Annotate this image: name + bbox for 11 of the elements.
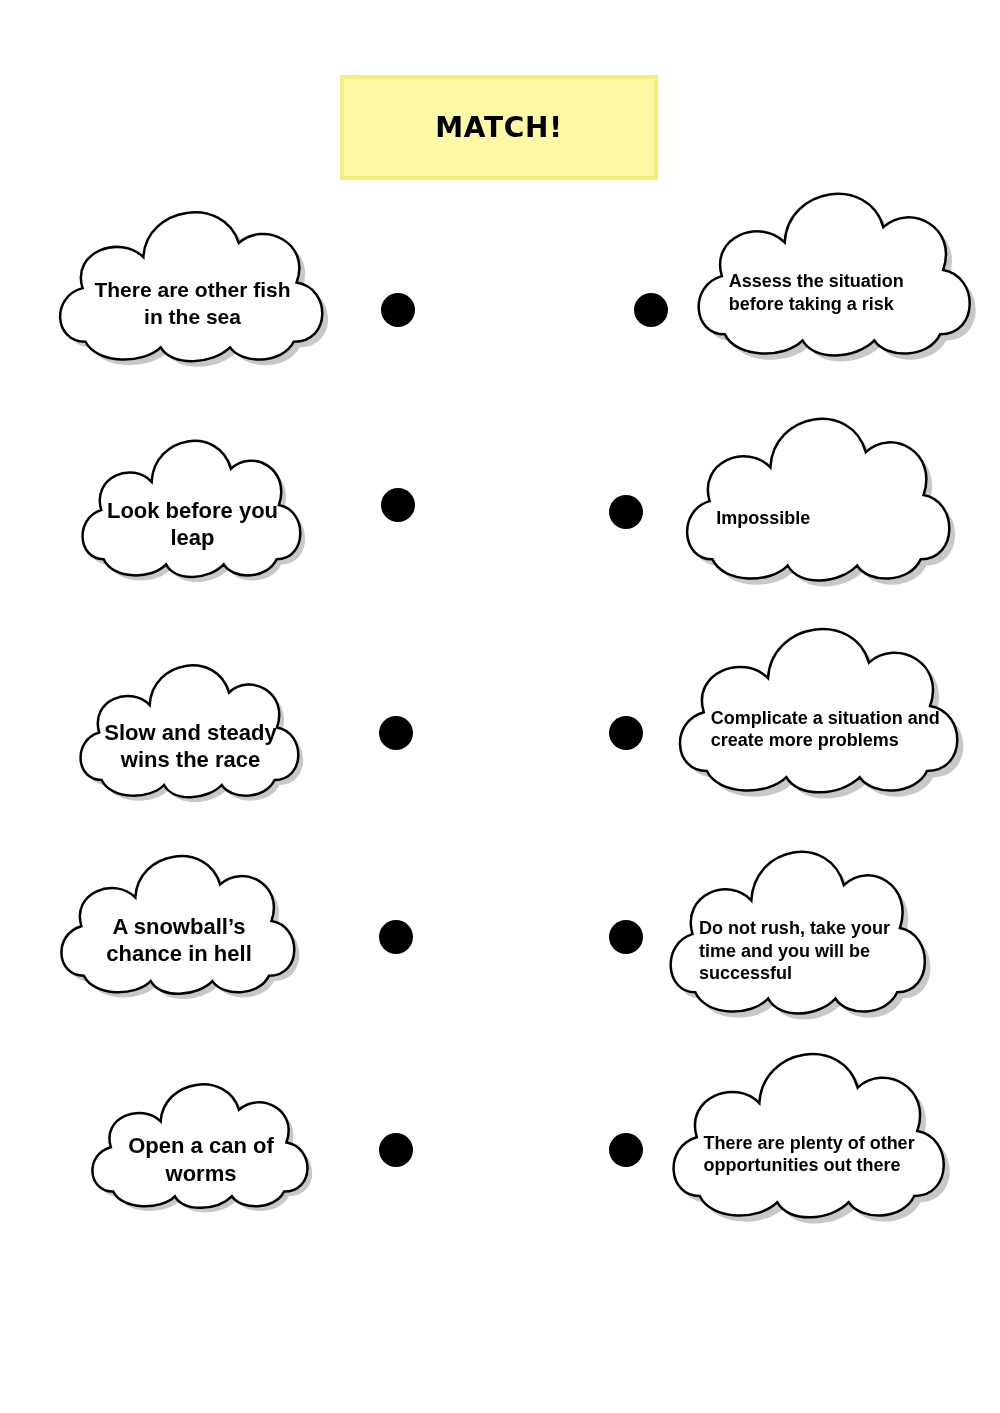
cloud-text: Impossible [716, 506, 811, 530]
cloud-text: Slow and steady wins the race [103, 718, 278, 774]
cloud-text: Open a can of worms [127, 1132, 275, 1188]
cloud-text: Do not rush, take your time and you will be successful [698, 917, 891, 985]
cloud-text: There are plenty of other opportunities out there [703, 1131, 916, 1177]
cloud-text: Assess the situation before taking a risk [728, 270, 905, 316]
cloud-text: Look before you leap [105, 496, 280, 552]
cloud-text: Complicate a situation and create more problems [710, 706, 941, 752]
cloud-text: A snowball’s chance in hell [105, 912, 253, 968]
cloud-text: There are other fish in the sea [93, 277, 292, 330]
title: MATCH! [435, 109, 563, 146]
